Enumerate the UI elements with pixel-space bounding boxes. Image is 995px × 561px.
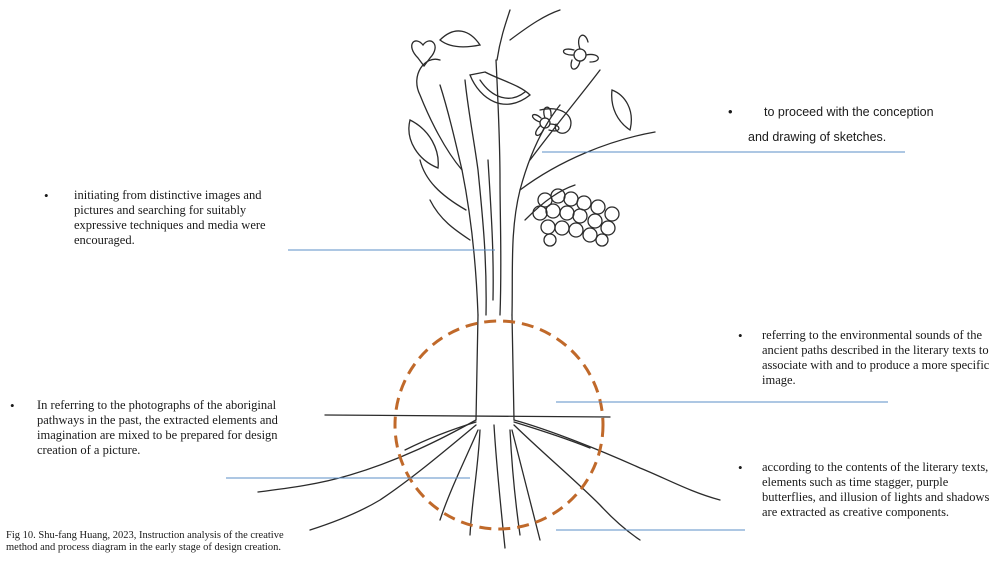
banana-fruit-2: [480, 80, 525, 98]
annotation-photographs-text: In referring to the photographs of the a…: [10, 398, 315, 458]
bullet-point: •: [44, 188, 49, 203]
bullet-point: •: [728, 104, 733, 119]
annotation-sketches: • to proceed with the conception and dra…: [728, 104, 978, 145]
trunk-inner-line-2: [496, 60, 501, 315]
figure-caption: Fig 10. Shu-fang Huang, 2023, Instructio…: [6, 530, 366, 554]
bullet-point: •: [738, 460, 743, 475]
branch-right-grapes: [525, 185, 575, 220]
branch-right-upper: [530, 70, 600, 160]
bullet-point: •: [10, 398, 15, 413]
branch-top-right: [510, 10, 560, 40]
annotation-contents: • according to the contents of the liter…: [738, 460, 993, 520]
annotation-photographs: • In referring to the photographs of the…: [10, 398, 315, 458]
ground-line: [325, 415, 610, 417]
heart-leaf: [412, 41, 435, 66]
root-right-2: [514, 425, 640, 540]
annotation-initiating: • initiating from distinctive images and…: [44, 188, 269, 248]
figure-caption-line2: method and process diagram in the early …: [6, 542, 366, 554]
flower-top-right: [564, 35, 599, 69]
annotation-sketches-line1: to proceed with the conception: [728, 104, 978, 120]
dashed-circle: [395, 321, 603, 529]
branch-right-long: [520, 132, 655, 190]
annotation-contents-text: according to the contents of the literar…: [738, 460, 993, 520]
annotation-sketches-line2: and drawing of sketches.: [728, 129, 978, 145]
trunk-left-edge: [440, 85, 478, 315]
annotation-initiating-text: initiating from distinctive images and p…: [44, 188, 269, 248]
root-right-4: [510, 430, 520, 535]
branch-left-upper: [417, 59, 462, 170]
trunk-lower-left: [476, 315, 478, 420]
top-leaf: [440, 31, 480, 47]
bullet-point: •: [738, 328, 743, 343]
trunk-inner-line-3: [488, 160, 493, 300]
right-leaf: [612, 90, 632, 130]
branch-left-low: [430, 200, 470, 240]
banana-fruit: [470, 72, 530, 104]
branch-top-center: [497, 10, 510, 60]
tree-sketch: [258, 10, 720, 548]
annotation-environmental-text: referring to the environmental sounds of…: [738, 328, 993, 388]
root-right-3: [512, 430, 540, 540]
trunk-lower-right: [512, 315, 514, 420]
annotation-environmental: • referring to the environmental sounds …: [738, 328, 993, 388]
figure-caption-line1: Fig 10. Shu-fang Huang, 2023, Instructio…: [6, 530, 366, 542]
grape-cluster: [533, 189, 619, 246]
